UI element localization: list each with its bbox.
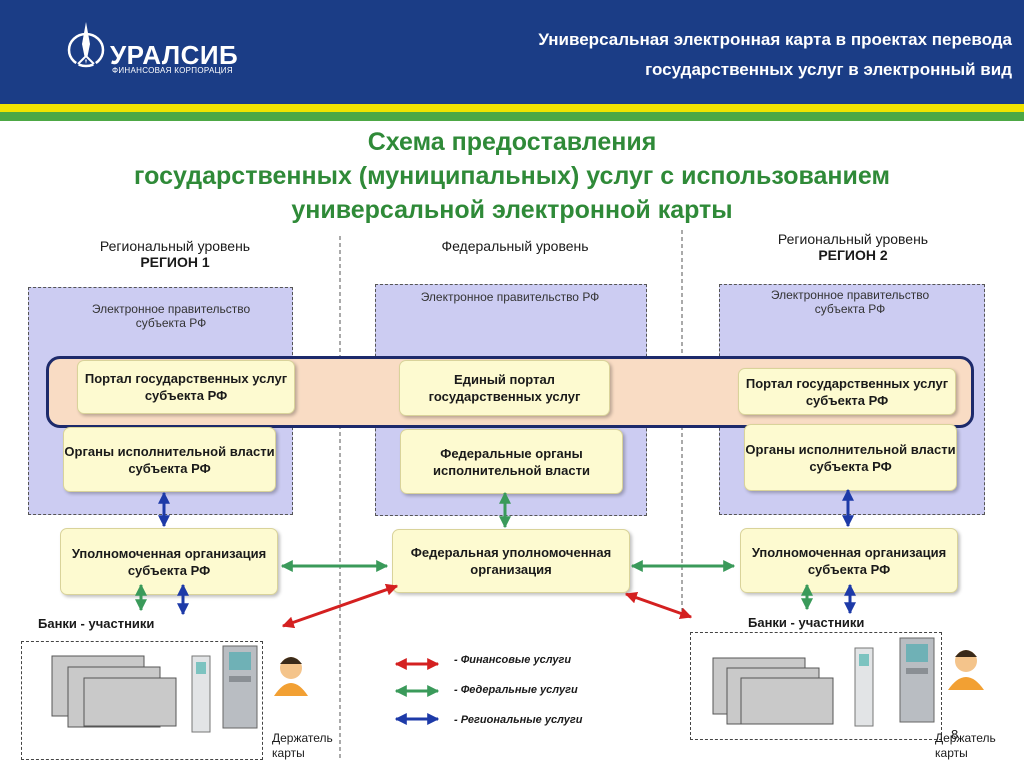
card-holder-label-left: Держатель карты bbox=[272, 731, 333, 760]
region-2-label: РЕГИОН 2 bbox=[818, 247, 888, 263]
header-green-stripe bbox=[0, 112, 1024, 121]
level-left-label: Региональный уровень bbox=[99, 238, 251, 254]
level-heading-center: Федеральный уровень bbox=[380, 238, 650, 254]
bank-cards-icon-left bbox=[51, 655, 177, 728]
egov-label-center: Электронное правительство РФ bbox=[420, 290, 600, 304]
card-holder-person-icon-right bbox=[948, 650, 984, 690]
legend-federal-label: - Федеральные услуги bbox=[454, 684, 578, 696]
atm-terminal-icon-right bbox=[854, 637, 935, 727]
header-title-line-1: Универсальная электронная карта в проект… bbox=[538, 30, 1012, 49]
region-1-label: РЕГИОН 1 bbox=[140, 254, 210, 270]
authorities-box-left: Органы исполнительной власти субъекта РФ bbox=[63, 427, 276, 492]
bank-cards-icon-right bbox=[712, 657, 834, 725]
authorities-box-right: Органы исполнительной власти субъекта РФ bbox=[744, 424, 957, 491]
main-title-line-3: универсальной электронной карты bbox=[291, 196, 733, 224]
level-center-label: Федеральный уровень bbox=[441, 238, 589, 254]
authorized-org-box-right: Уполномоченная организация субъекта РФ bbox=[740, 528, 958, 593]
main-title-line-1: Схема предоставления bbox=[367, 128, 657, 156]
authorized-org-box-left: Уполномоченная организация субъекта РФ bbox=[60, 528, 278, 595]
card-holder-person-icon-left bbox=[274, 657, 308, 696]
page-number: 8 bbox=[951, 727, 959, 742]
portal-box-left: Портал государственных услуг субъекта РФ bbox=[77, 360, 295, 414]
level-heading-right: Региональный уровень РЕГИОН 2 bbox=[718, 231, 988, 263]
egov-label-right: Электронное правительство субъекта РФ bbox=[770, 288, 930, 316]
legend-regional-label: - Региональные услуги bbox=[454, 714, 583, 726]
egov-label-left: Электронное правительство субъекта РФ bbox=[91, 302, 251, 330]
logo-subtitle: ФИНАНСОВАЯ КОРПОРАЦИЯ bbox=[112, 66, 233, 75]
authorized-org-box-center: Федеральная уполномоченная организация bbox=[392, 529, 630, 593]
level-heading-left: Региональный уровень РЕГИОН 1 bbox=[40, 238, 310, 270]
level-right-label: Региональный уровень bbox=[777, 231, 929, 247]
portal-box-center: Единый портал государственных услуг bbox=[399, 360, 610, 416]
atm-terminal-icon-left bbox=[191, 645, 258, 733]
banks-label-right: Банки - участники bbox=[748, 615, 865, 630]
logo-name: УРАЛСИБ bbox=[110, 40, 239, 70]
authorities-box-center: Федеральные органы исполнительной власти bbox=[400, 429, 623, 494]
financial-arrow-right bbox=[624, 591, 693, 620]
portal-box-right: Портал государственных услуг субъекта РФ bbox=[738, 368, 956, 415]
header-bar bbox=[0, 0, 1024, 104]
header-yellow-stripe bbox=[0, 104, 1024, 112]
uralsib-logo-icon bbox=[67, 22, 105, 68]
card-holder-label-right: Держатель карты bbox=[935, 731, 996, 760]
legend-financial-label: - Финансовые услуги bbox=[454, 654, 572, 666]
banks-label-left: Банки - участники bbox=[38, 616, 155, 631]
main-title-line-2: государственных (муниципальных) услуг с … bbox=[134, 162, 890, 190]
financial-arrow-left bbox=[281, 583, 399, 629]
header-title-line-2: государственных услуг в электронный вид bbox=[645, 60, 1012, 79]
